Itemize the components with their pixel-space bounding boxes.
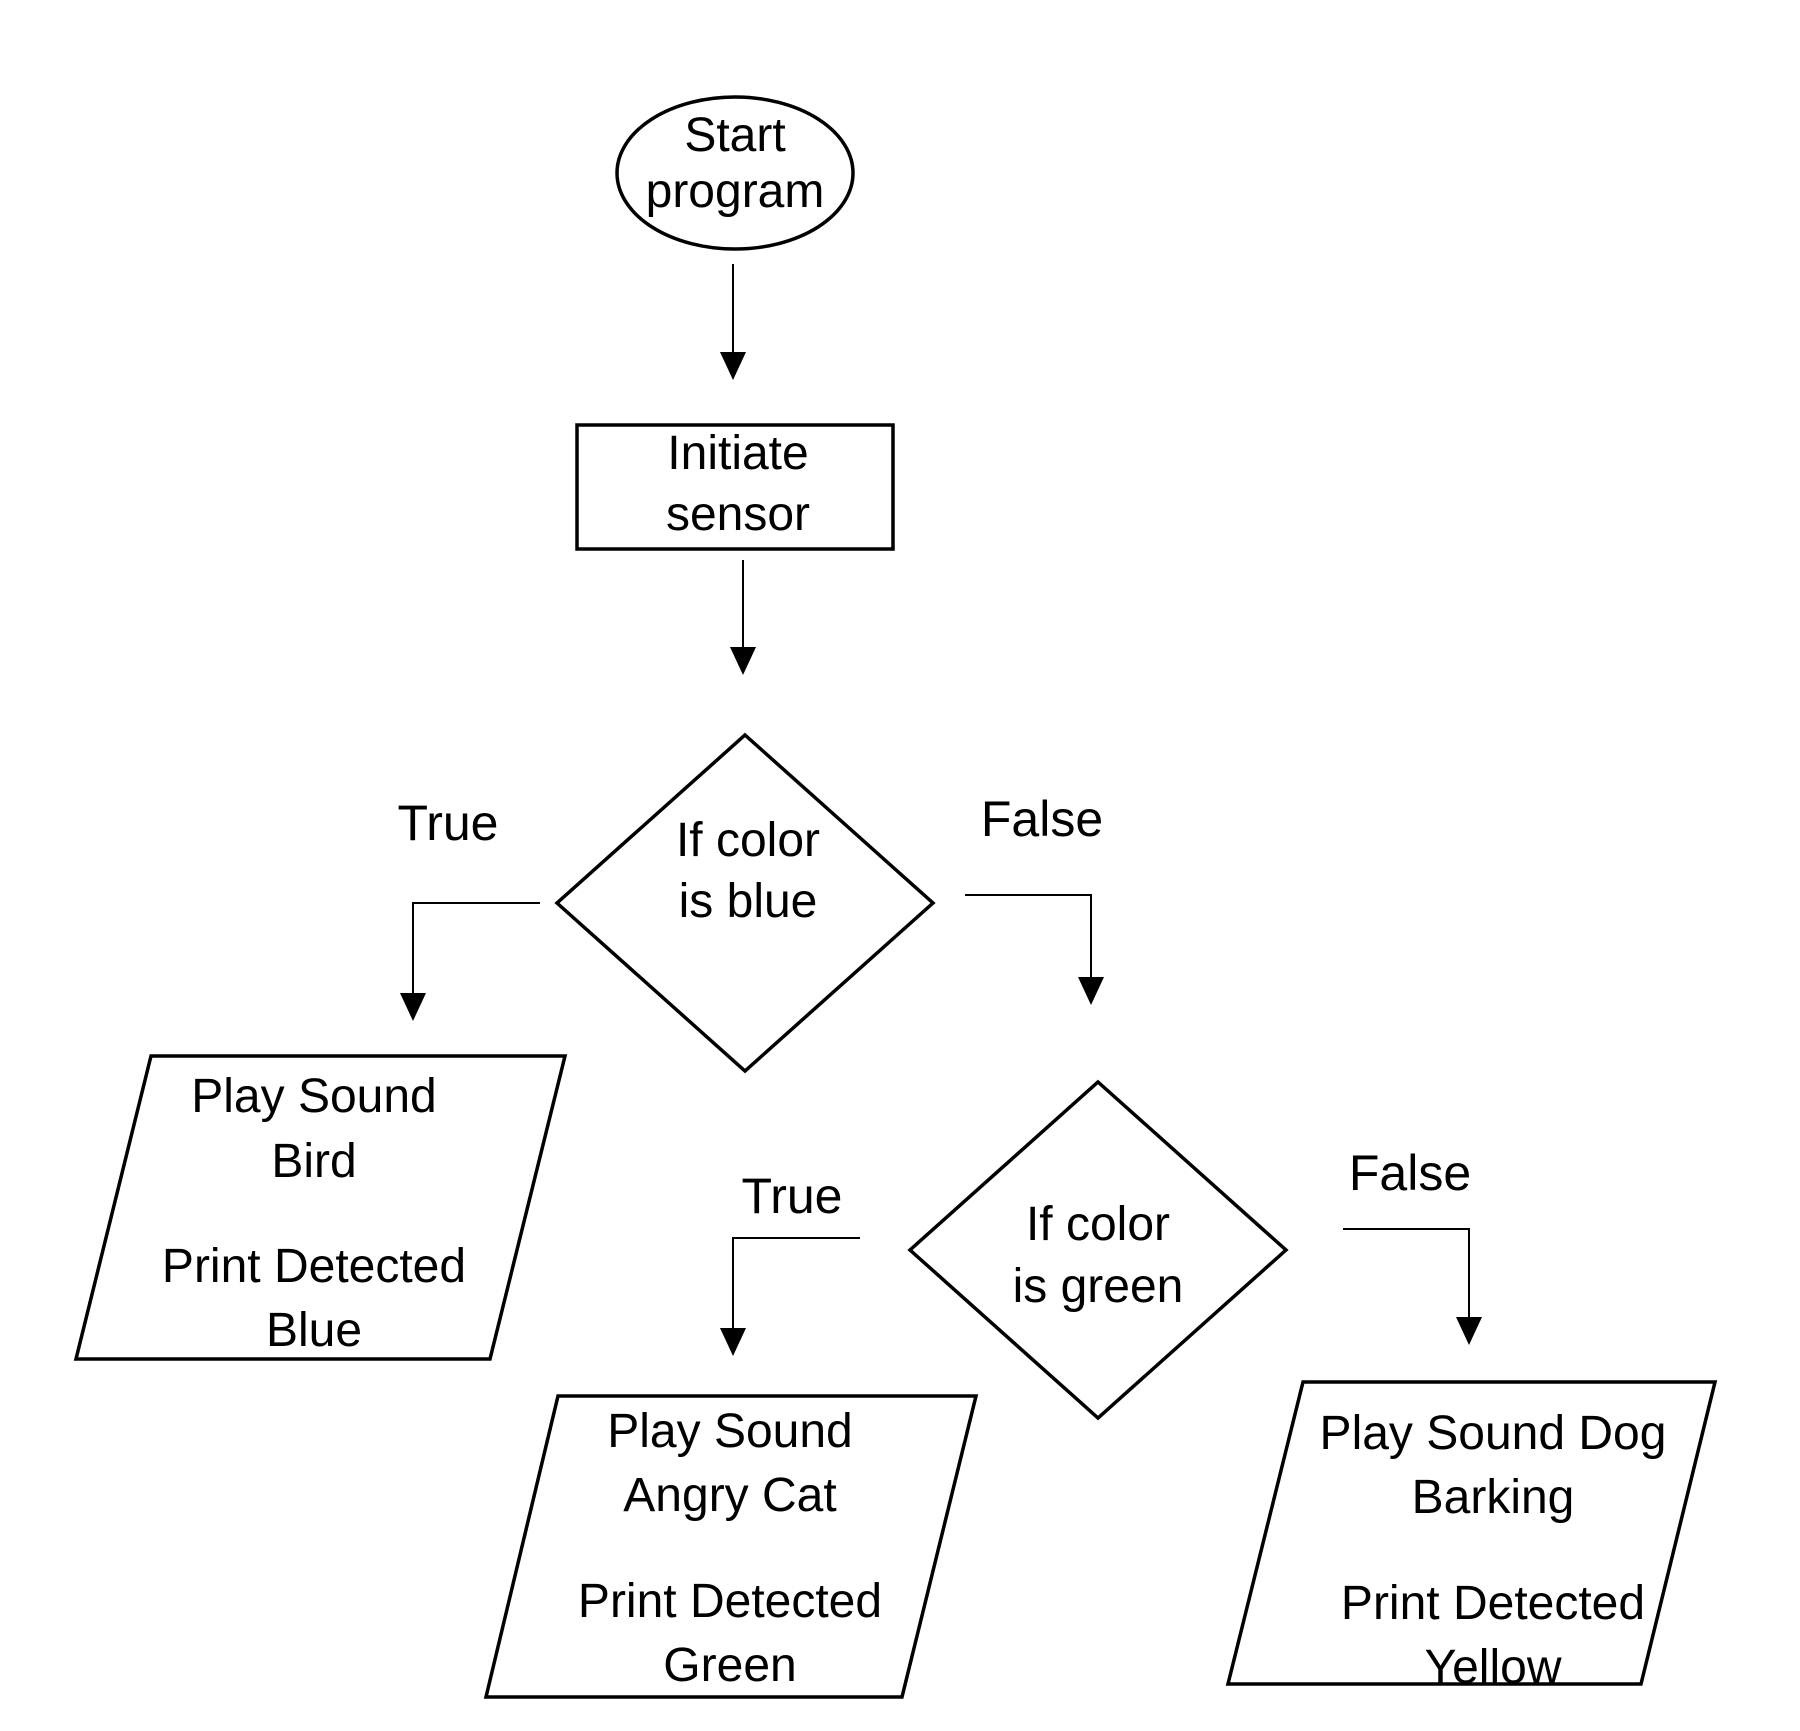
init-node: Initiate sensor	[575, 423, 895, 551]
connector-line	[1343, 1228, 1470, 1320]
output-green-line-2: Angry Cat	[623, 1469, 836, 1522]
output-yellow-line-1: Play Sound Dog	[1320, 1407, 1667, 1460]
connector-line	[965, 894, 1092, 980]
arrowhead-icon	[1456, 1317, 1482, 1345]
output-green-parallelogram	[483, 1394, 979, 1699]
edge-start-to-init	[720, 264, 746, 380]
connector-line	[412, 902, 540, 996]
output-yellow-parallelogram	[1225, 1380, 1718, 1686]
start-node: Start program	[615, 95, 855, 251]
arrowhead-icon	[730, 647, 756, 675]
init-line-1: Initiate	[667, 427, 808, 480]
output-blue-line-2: Bird	[271, 1135, 356, 1188]
output-yellow-line-4: Yellow	[1425, 1641, 1562, 1694]
start-line-1: Start	[684, 109, 785, 162]
arrowhead-icon	[720, 352, 746, 380]
decision-green-diamond	[907, 1079, 1289, 1421]
edge-label-blue-true: True	[398, 795, 499, 851]
output-yellow-line-2: Barking	[1412, 1471, 1575, 1524]
edge-init-to-decision-blue	[730, 560, 756, 675]
output-blue-line-4: Blue	[266, 1304, 362, 1357]
decision-green-line-1: If color	[1026, 1198, 1170, 1251]
output-green-line-1: Play Sound	[607, 1405, 853, 1458]
decision-green-node: If color is green	[907, 1079, 1289, 1421]
output-green-line-3: Print Detected	[578, 1575, 882, 1628]
init-rectangle	[575, 423, 895, 551]
edge-decision-green-to-output-green	[720, 1237, 860, 1356]
output-blue-line-3: Print Detected	[162, 1240, 466, 1293]
decision-green-line-2: is green	[1013, 1260, 1184, 1313]
start-ellipse	[615, 95, 855, 251]
connector-line	[732, 1237, 860, 1331]
arrowhead-icon	[400, 993, 426, 1021]
output-blue-line-1: Play Sound	[191, 1070, 437, 1123]
output-yellow-node: Play Sound Dog Barking Print Detected Ye…	[1225, 1380, 1718, 1694]
edge-label-blue-false: False	[981, 791, 1103, 847]
decision-blue-node: If color is blue	[554, 732, 936, 1074]
decision-blue-line-2: is blue	[679, 875, 818, 928]
edge-label-green-true: True	[742, 1168, 843, 1224]
decision-blue-diamond	[554, 732, 936, 1074]
init-line-2: sensor	[666, 488, 810, 541]
output-blue-parallelogram	[73, 1054, 568, 1361]
output-blue-node: Play Sound Bird Print Detected Blue	[73, 1054, 568, 1361]
edge-decision-green-to-output-yellow	[1343, 1228, 1482, 1345]
edge-label-green-false: False	[1349, 1145, 1471, 1201]
output-green-node: Play Sound Angry Cat Print Detected Gree…	[483, 1394, 979, 1699]
edge-decision-blue-to-output-blue	[400, 902, 540, 1021]
decision-blue-line-1: If color	[676, 814, 820, 867]
arrowhead-icon	[1078, 977, 1104, 1005]
edge-decision-blue-to-decision-green	[965, 894, 1104, 1005]
start-line-2: program	[646, 165, 825, 218]
arrowhead-icon	[720, 1328, 746, 1356]
output-green-line-4: Green	[663, 1639, 796, 1692]
output-yellow-line-3: Print Detected	[1341, 1577, 1645, 1630]
